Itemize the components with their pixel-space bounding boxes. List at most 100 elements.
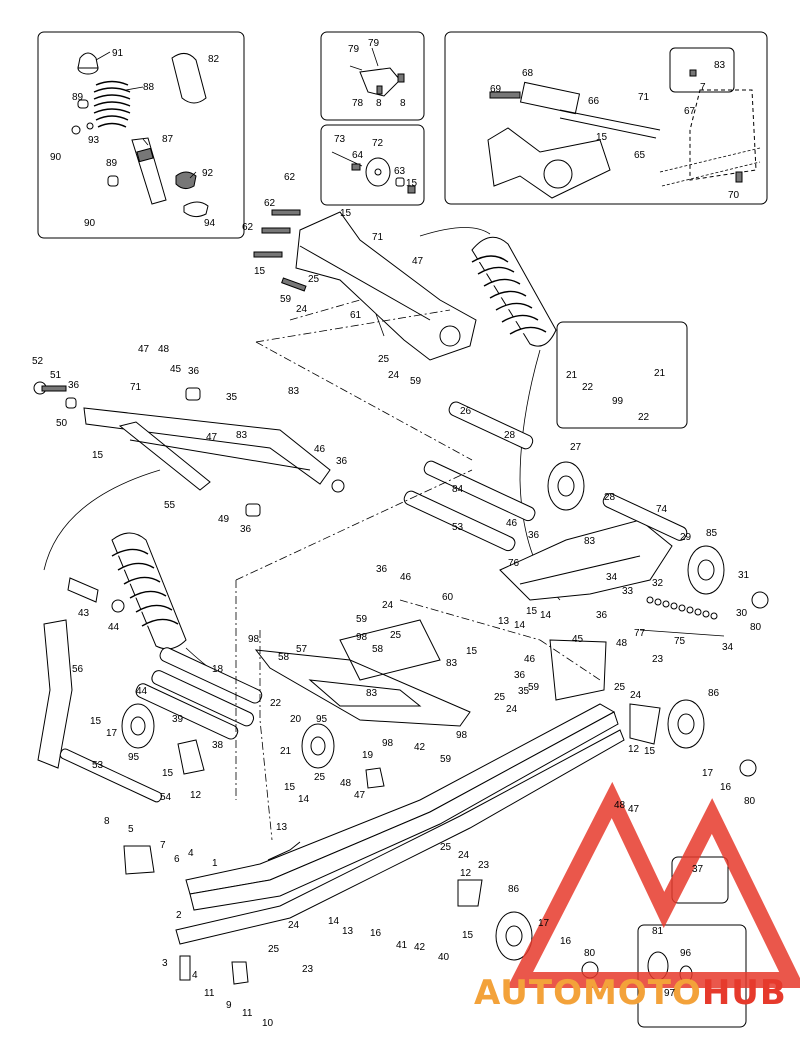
callout-46: 46 — [400, 572, 412, 583]
callout-60: 60 — [442, 592, 454, 603]
callout-33: 33 — [622, 586, 634, 597]
callout-24: 24 — [388, 370, 400, 381]
callout-16: 16 — [370, 928, 382, 939]
callout-20: 20 — [290, 714, 302, 725]
callout-83: 83 — [288, 386, 300, 397]
callout-56: 56 — [72, 664, 84, 675]
callout-59: 59 — [280, 294, 292, 305]
callout-41: 41 — [396, 940, 408, 951]
callout-42: 42 — [414, 742, 426, 753]
callout-24: 24 — [630, 690, 642, 701]
callout-95: 95 — [128, 752, 140, 763]
callout-14: 14 — [298, 794, 310, 805]
callout-46: 46 — [314, 444, 326, 455]
callout-84: 84 — [452, 484, 464, 495]
callout-28: 28 — [604, 492, 616, 503]
callout-17: 17 — [106, 728, 118, 739]
callout-27: 27 — [570, 442, 582, 453]
main-assembly — [33, 209, 769, 985]
callout-96: 96 — [680, 948, 692, 959]
callout-90: 90 — [84, 218, 96, 229]
callout-22: 22 — [638, 412, 650, 423]
callout-15: 15 — [254, 266, 266, 277]
callout-57: 57 — [296, 644, 308, 655]
callout-62: 62 — [242, 222, 254, 233]
callout-25: 25 — [314, 772, 326, 783]
callout-25: 25 — [390, 630, 402, 641]
callout-36: 36 — [514, 670, 526, 681]
callout-24: 24 — [506, 704, 518, 715]
callout-80: 80 — [750, 622, 762, 633]
callout-8: 8 — [104, 816, 110, 827]
callout-12: 12 — [190, 790, 202, 801]
callout-83: 83 — [714, 60, 726, 71]
callout-78: 78 — [352, 98, 364, 109]
callout-36: 36 — [336, 456, 348, 467]
callout-63: 63 — [394, 166, 406, 177]
callout-43: 43 — [78, 608, 90, 619]
callout-1: 1 — [212, 858, 218, 869]
callout-24: 24 — [296, 304, 308, 315]
wheel-95a — [121, 703, 155, 749]
callout-17: 17 — [538, 918, 550, 929]
watermark-text-automoto: AUTOMOTO — [474, 973, 702, 1013]
callout-93: 93 — [88, 135, 100, 146]
callout-23: 23 — [302, 964, 314, 975]
callout-52: 52 — [32, 356, 44, 367]
callout-89: 89 — [72, 92, 84, 103]
inset-box-bracket-detail — [320, 31, 425, 121]
callout-15: 15 — [466, 646, 478, 657]
callout-36: 36 — [188, 366, 200, 377]
callout-15: 15 — [162, 768, 174, 779]
callout-77: 77 — [634, 628, 646, 639]
callout-62: 62 — [264, 198, 276, 209]
callout-6: 6 — [174, 854, 180, 865]
callout-64: 64 — [352, 150, 364, 161]
wheel-86b — [495, 911, 533, 961]
callout-36: 36 — [376, 564, 388, 575]
callout-95: 95 — [316, 714, 328, 725]
callout-55: 55 — [164, 500, 176, 511]
callout-31: 31 — [738, 570, 750, 581]
callout-75: 75 — [674, 636, 686, 647]
callout-71: 71 — [638, 92, 650, 103]
callout-8: 8 — [400, 98, 406, 109]
callout-82: 82 — [208, 54, 220, 65]
callout-97: 97 — [664, 988, 676, 999]
callout-58: 58 — [278, 652, 290, 663]
callout-89: 89 — [106, 158, 118, 169]
callout-54: 54 — [160, 792, 172, 803]
callout-15: 15 — [92, 450, 104, 461]
callout-98: 98 — [382, 738, 394, 749]
callout-59: 59 — [410, 376, 422, 387]
inset-box-shock-detail — [37, 31, 245, 239]
callout-36: 36 — [240, 524, 252, 535]
callout-7: 7 — [700, 82, 706, 93]
callout-24: 24 — [288, 920, 300, 931]
callout-15: 15 — [644, 746, 656, 757]
callout-59: 59 — [356, 614, 368, 625]
callout-28: 28 — [504, 430, 516, 441]
callout-59: 59 — [528, 682, 540, 693]
callout-22: 22 — [582, 382, 594, 393]
callout-47: 47 — [412, 256, 424, 267]
callout-40: 40 — [438, 952, 450, 963]
callout-67: 67 — [684, 106, 696, 117]
wheel-27 — [547, 461, 585, 511]
callout-98: 98 — [356, 632, 368, 643]
callout-21: 21 — [566, 370, 578, 381]
callout-80: 80 — [584, 948, 596, 959]
callout-83: 83 — [366, 688, 378, 699]
svg-text:AUTOMOTOHUB: AUTOMOTOHUB — [474, 973, 787, 1013]
callout-25: 25 — [614, 682, 626, 693]
callout-21: 21 — [280, 746, 292, 757]
callout-68: 68 — [522, 68, 534, 79]
callout-66: 66 — [588, 96, 600, 107]
callout-15: 15 — [340, 208, 352, 219]
callout-30: 30 — [736, 608, 748, 619]
shock-inset-parts — [71, 51, 209, 218]
callout-23: 23 — [478, 860, 490, 871]
callout-3: 3 — [162, 958, 168, 969]
callout-83: 83 — [446, 658, 458, 669]
